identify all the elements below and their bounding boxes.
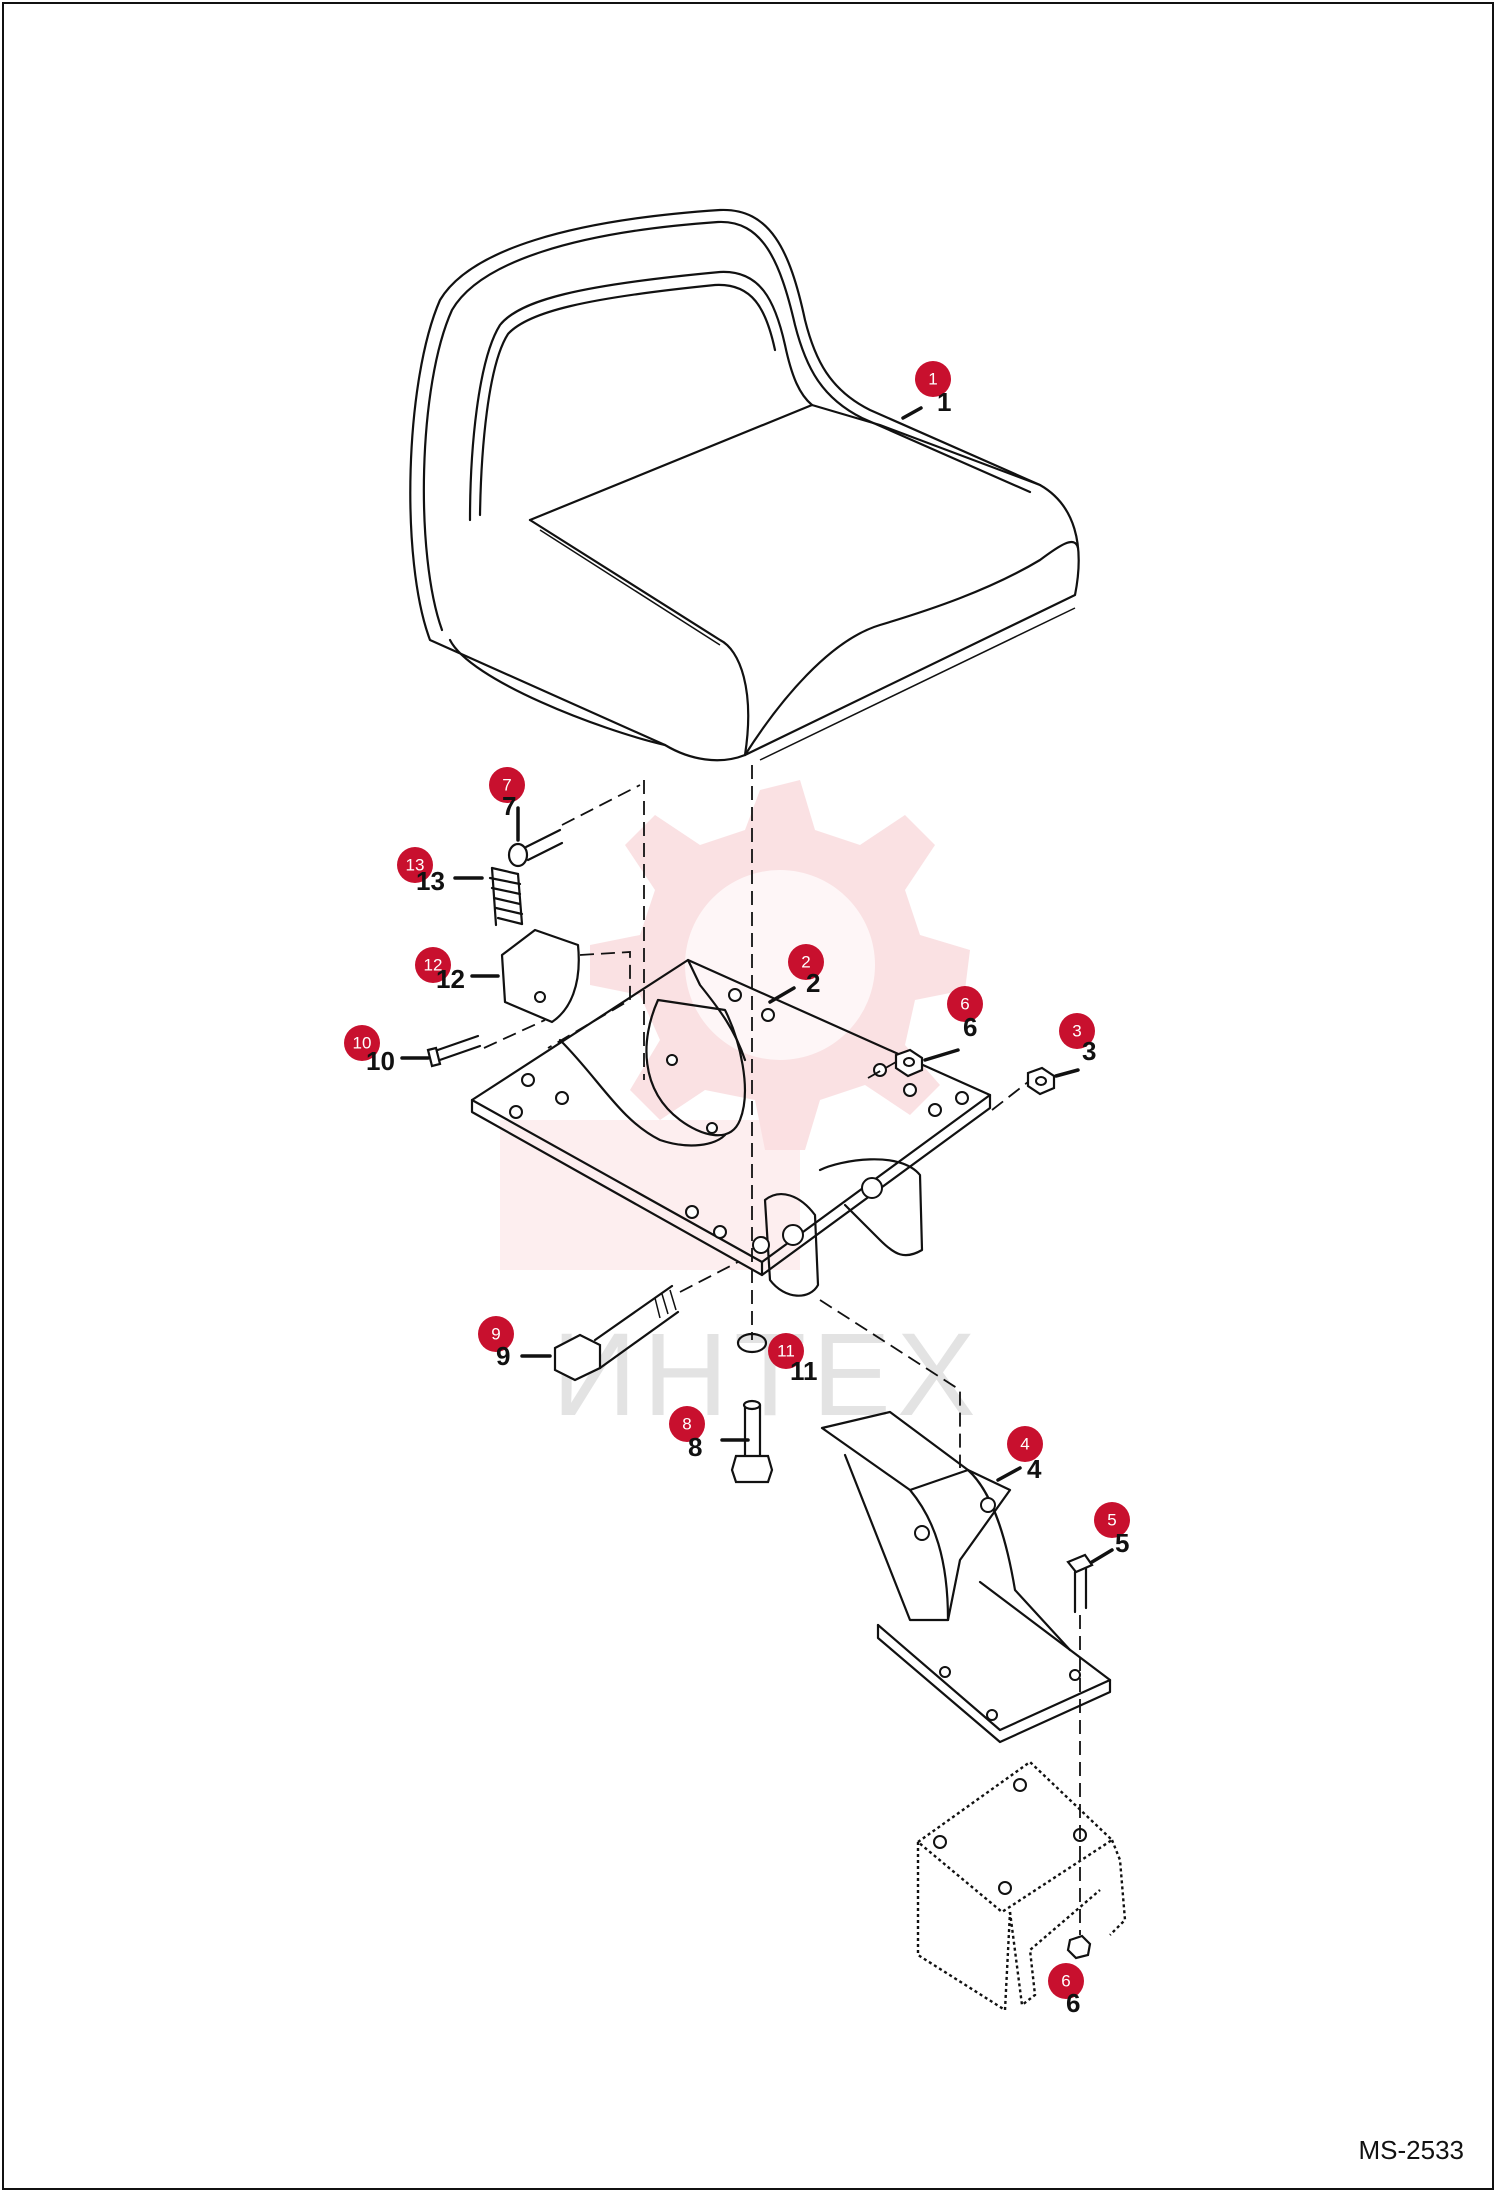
callout-7[interactable]: 7 7	[489, 767, 525, 842]
assembly-lines	[483, 765, 1081, 1935]
callout-11[interactable]: 11 11	[768, 1333, 818, 1386]
svg-text:6: 6	[960, 995, 969, 1014]
svg-text:8: 8	[682, 1415, 691, 1434]
part-nut-6-top	[894, 1048, 924, 1078]
part-latch	[500, 928, 580, 1024]
svg-text:10: 10	[353, 1034, 372, 1053]
svg-text:12: 12	[424, 956, 443, 975]
svg-text:4: 4	[1020, 1435, 1029, 1454]
callout-4[interactable]: 4 4	[996, 1426, 1043, 1484]
part-nut-3	[1026, 1066, 1056, 1096]
callout-10[interactable]: 10 10	[344, 1025, 430, 1076]
callout-5[interactable]: 5 5	[1090, 1502, 1130, 1564]
svg-text:9: 9	[496, 1341, 510, 1371]
svg-text:6: 6	[963, 1012, 977, 1042]
part-seat-pedestal	[820, 1410, 1112, 1744]
svg-text:2: 2	[806, 968, 820, 998]
part-mounting-frame-reference	[916, 1760, 1127, 2013]
svg-text:9: 9	[491, 1325, 500, 1344]
document-code: MS-2533	[1358, 2135, 1465, 2165]
svg-text:8: 8	[688, 1432, 702, 1462]
svg-text:5: 5	[1115, 1528, 1129, 1558]
svg-text:5: 5	[1107, 1511, 1116, 1530]
callout-8[interactable]: 8 8	[669, 1406, 750, 1462]
part-hinge-brackets	[752, 1158, 924, 1297]
svg-text:6: 6	[1066, 1988, 1080, 2018]
part-seat	[409, 208, 1080, 762]
svg-text:6: 6	[1061, 1972, 1070, 1991]
callout-1[interactable]: 1 1	[901, 361, 951, 420]
part-nut-6-bottom	[1066, 1934, 1092, 1960]
part-spring	[488, 866, 524, 927]
part-vertical-bolt	[730, 1399, 774, 1484]
svg-text:1: 1	[928, 370, 937, 389]
callout-13[interactable]: 13 13	[397, 847, 484, 896]
svg-text:10: 10	[366, 1046, 395, 1076]
callout-9[interactable]: 9 9	[478, 1316, 552, 1371]
svg-text:13: 13	[416, 866, 445, 896]
part-mounting-plate	[470, 958, 992, 1277]
svg-text:2: 2	[801, 953, 810, 972]
svg-text:7: 7	[502, 791, 516, 821]
part-small-bolt	[426, 1034, 482, 1068]
part-pedestal-bolt	[1066, 1553, 1094, 1614]
callout-6-bottom[interactable]: 6 6	[1048, 1963, 1084, 2018]
callout-6-top[interactable]: 6 6	[923, 986, 983, 1062]
svg-text:12: 12	[436, 964, 465, 994]
watermark-gear-logo	[500, 780, 970, 1270]
svg-text:11: 11	[777, 1342, 795, 1361]
svg-text:1: 1	[937, 387, 951, 417]
svg-text:7: 7	[502, 776, 511, 795]
callout-12[interactable]: 12 12	[415, 947, 500, 994]
svg-text:4: 4	[1027, 1454, 1042, 1484]
svg-text:13: 13	[406, 856, 425, 875]
part-clevis-pin	[507, 828, 564, 868]
watermark-text: ИНТЕХ	[552, 1309, 982, 1441]
part-hinge-bolt	[553, 1284, 680, 1382]
svg-text:3: 3	[1082, 1036, 1096, 1066]
callout-2[interactable]: 2 2	[768, 944, 824, 1004]
callout-3[interactable]: 3 3	[1054, 1013, 1096, 1078]
svg-text:3: 3	[1072, 1022, 1081, 1041]
svg-text:11: 11	[790, 1356, 818, 1386]
